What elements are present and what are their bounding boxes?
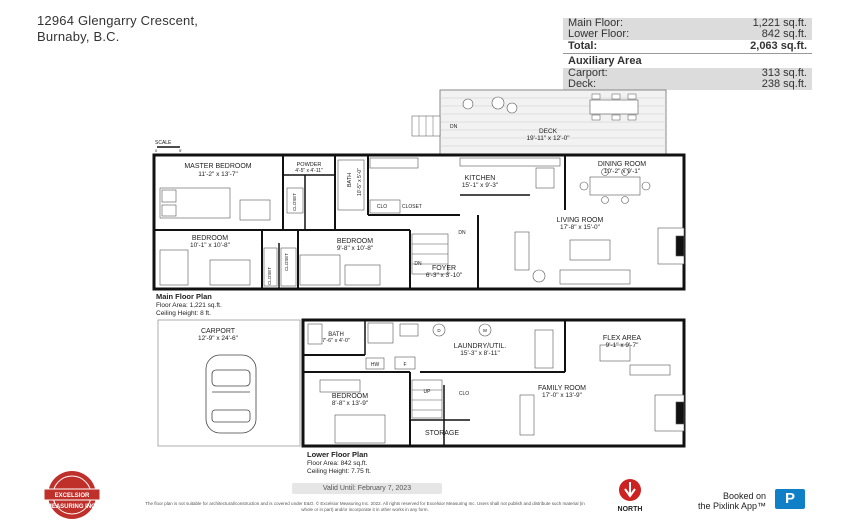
pixlink-text: Booked on the Pixlink App™ — [670, 491, 766, 511]
deck-area: DN DECK 19'-11" x 12'-0" — [411, 89, 667, 155]
total-label: Total: — [568, 40, 598, 52]
scale-end: 5' — [179, 148, 182, 153]
bedroom-3-name: BEDROOM — [337, 238, 373, 245]
lower-floor-walls — [301, 318, 686, 448]
main-floor-walls — [152, 153, 686, 291]
main-dn-2: DN — [414, 261, 422, 267]
scale-label: SCALE — [155, 140, 172, 146]
address-line2: Burnaby, B.C. — [37, 29, 120, 44]
closet-1-label: CLOSET — [292, 193, 297, 211]
laundry-name: LAUNDRY/UTIL. — [454, 343, 506, 350]
lower-floor-fixtures — [307, 322, 685, 444]
lower-floor-ceiling: Ceiling Height: 7.75 ft. — [307, 468, 371, 475]
dining-room-name: DINING ROOM — [598, 161, 646, 168]
laundry-dims: 15'-3" x 8'-11" — [460, 350, 500, 357]
lower-bath-name: BATH — [328, 332, 344, 338]
lower-floor-area-row: Lower Floor: 842 sq.ft. — [563, 29, 812, 40]
total-value: 2,063 sq.ft. — [750, 40, 807, 52]
lower-bedroom-dims: 8'-8" x 13'-9" — [332, 400, 369, 407]
powder-dims: 4'-5" x 4'-11" — [295, 168, 323, 174]
disclaimer-text: The floor plan is not suitable for archi… — [145, 501, 585, 512]
carport-area: CARPORT 12'-9" x 24'-6" — [157, 319, 301, 447]
carport-label: Carport: — [568, 67, 608, 79]
deck-dn-label: DN — [450, 124, 458, 130]
scale-start: 0 — [155, 148, 158, 153]
pixlink-line2: the Pixlink App™ — [697, 501, 766, 511]
main-floor-area-row: Main Floor: 1,221 sq.ft. — [563, 18, 812, 29]
powder-name: POWDER — [297, 162, 322, 168]
closet-2-label: CLOSET — [402, 204, 422, 210]
total-area-row: Total: 2,063 sq.ft. — [563, 40, 812, 54]
master-bedroom-name: MASTER BEDROOM — [184, 163, 251, 170]
main-floor-ceiling: Ceiling Height: 8 ft. — [156, 310, 211, 317]
carport-dims: 12'-9" x 24'-6" — [198, 335, 239, 342]
family-room-dims: 17'-0" x 13'-9" — [542, 392, 583, 399]
clo-main-label: CLO — [377, 204, 387, 210]
master-bedroom-dims: 11'-2" x 13'-7" — [198, 171, 238, 178]
f-label: F — [403, 362, 406, 368]
closet-4-label: CLOSET — [267, 267, 272, 285]
carport-area-row: Carport: 313 sq.ft. — [563, 68, 812, 79]
foyer-dims: 6'-3" x 3'-10" — [426, 272, 463, 279]
excelsior-seal-logo: EXCELSIOR MEASURING INC. — [43, 471, 101, 519]
washer-label: W — [483, 328, 488, 333]
north-arrow-icon — [619, 479, 641, 501]
main-floor-value: 1,221 sq.ft. — [752, 17, 807, 29]
carport-value: 313 sq.ft. — [761, 67, 807, 79]
lower-floor-area: Floor Area: 842 sq.ft. — [307, 460, 368, 467]
main-bath-name: BATH — [347, 173, 353, 187]
hw-label: HW — [371, 362, 380, 368]
main-dn-1: DN — [458, 230, 466, 236]
storage-label: STORAGE — [425, 430, 459, 437]
clo-lower-label: CLO — [459, 391, 469, 397]
lower-floor-title: Lower Floor Plan — [307, 450, 368, 459]
deck-name: DECK — [539, 128, 558, 135]
lower-bath-dims: 7'-6" x 4'-0" — [322, 338, 350, 344]
kitchen-name: KITCHEN — [465, 175, 496, 182]
deck-value: 238 sq.ft. — [761, 78, 807, 90]
main-floor-fixtures — [159, 157, 685, 287]
lower-floor-labels: BATH 7'-6" x 4'-0" D W LAUNDRY/UTIL. 15'… — [322, 328, 641, 437]
area-summary: Main Floor: 1,221 sq.ft. Lower Floor: 84… — [563, 18, 812, 90]
lower-floor-value: 842 sq.ft. — [761, 28, 807, 40]
main-floor-title: Main Floor Plan — [156, 292, 212, 301]
auxiliary-area-title: Auxiliary Area — [568, 55, 642, 67]
main-floor-area: Floor Area: 1,221 sq.ft. — [156, 302, 222, 309]
scale-bar: SCALE 0 5' — [155, 140, 182, 153]
deck-dims: 19'-11" x 12'-0" — [526, 135, 570, 142]
car-illustration — [205, 354, 257, 434]
flex-area-name: FLEX AREA — [603, 335, 641, 342]
address-line1: 12964 Glengarry Crescent, — [37, 13, 199, 28]
kitchen-dims: 15'-1" x 9'-3" — [462, 182, 499, 189]
pixlink-logo-icon: P — [775, 489, 805, 509]
flex-area-dims: 9'-1" x 9'-7" — [606, 342, 639, 349]
bedroom-2-name: BEDROOM — [192, 235, 228, 242]
property-address: 12964 Glengarry Crescent, Burnaby, B.C. — [37, 13, 198, 45]
dryer-label: D — [437, 328, 441, 333]
family-room-name: FAMILY ROOM — [538, 385, 586, 392]
main-floor-label: Main Floor: — [568, 17, 624, 29]
bedroom-2-dims: 10'-1" x 10'-8" — [190, 242, 231, 249]
living-room-dims: 17'-8" x 15'-0" — [560, 224, 601, 231]
main-floor-labels: MASTER BEDROOM 11'-2" x 13'-7" POWDER 4'… — [184, 161, 646, 285]
lower-bedroom-name: BEDROOM — [332, 393, 368, 400]
deck-label: Deck: — [568, 78, 597, 90]
valid-until-badge: Valid Until: February 7, 2023 — [292, 483, 442, 494]
pixlink-line1: Booked on — [722, 491, 766, 501]
seal-top-text: EXCELSIOR — [55, 493, 90, 499]
closet-3-label: CLOSET — [284, 253, 289, 271]
living-room-name: LIVING ROOM — [557, 217, 604, 224]
main-bath-dims: 10'-5" x 5'-0" — [357, 168, 363, 196]
lower-floor-label: Lower Floor: — [568, 28, 630, 40]
dining-room-dims: 10'-2" x 9'-1" — [604, 168, 641, 175]
seal-bottom-text: MEASURING INC. — [47, 504, 98, 510]
north-label: NORTH — [617, 506, 643, 513]
carport-name: CARPORT — [201, 328, 236, 335]
foyer-name: FOYER — [432, 265, 456, 272]
deck-area-row: Deck: 238 sq.ft. — [563, 79, 812, 90]
bedroom-3-dims: 9'-8" x 10'-8" — [337, 245, 374, 252]
up-label: UP — [424, 389, 432, 395]
